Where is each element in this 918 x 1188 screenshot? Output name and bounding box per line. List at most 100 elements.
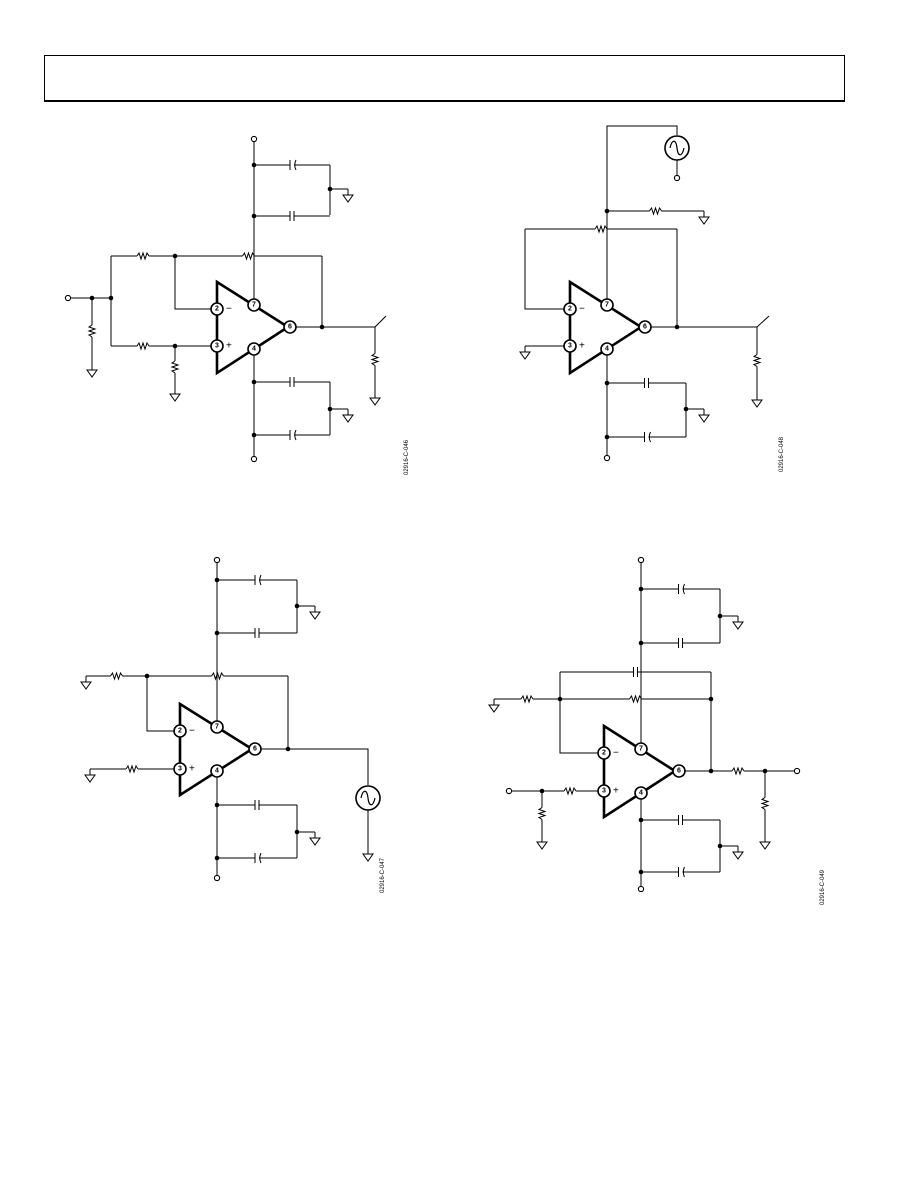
terminal — [213, 874, 221, 882]
terminal — [637, 885, 645, 893]
c1-pin-noninv-label: 3 — [215, 343, 219, 350]
c1-pin-vpos-label: 7 — [252, 302, 256, 309]
junction-dot — [717, 613, 723, 619]
c2-minus-sign: − — [579, 304, 585, 315]
capacitor-plate-curved — [648, 431, 651, 443]
c1-pin-noninv — [210, 339, 224, 353]
junction-dot — [108, 295, 114, 301]
junction-dot — [708, 768, 714, 774]
resistor — [242, 251, 255, 261]
c3-pin-vneg-label: 4 — [215, 768, 219, 775]
resistor — [170, 360, 180, 374]
c1-pin-out — [283, 320, 297, 334]
resistor — [87, 324, 97, 338]
ground-symbol — [488, 704, 500, 713]
terminal — [64, 294, 72, 302]
terminal — [505, 787, 513, 795]
resistor — [136, 341, 150, 351]
c3-pin-inv-label: 2 — [178, 728, 182, 735]
page-header-box — [44, 55, 845, 102]
ground-symbol — [362, 853, 374, 862]
junction-dot — [214, 855, 220, 861]
resistor — [136, 251, 150, 261]
junction-dot — [674, 324, 680, 330]
terminal — [793, 767, 801, 775]
c4-pin-vpos-label: 7 — [639, 746, 643, 753]
c4-pin-inv — [597, 746, 611, 760]
c3-pin-noninv — [173, 762, 187, 776]
resistor — [649, 206, 662, 216]
capacitor-plate-curved — [682, 583, 685, 595]
c2-pin-vpos — [600, 298, 614, 312]
c2-pin-noninv-label: 3 — [568, 343, 572, 350]
c2-pin-out — [638, 320, 652, 334]
ground-symbol — [732, 851, 744, 860]
junction-dot — [557, 696, 563, 702]
c2-pin-out-label: 6 — [643, 324, 647, 331]
resistor — [594, 224, 608, 234]
c2-figure-id: 02916-C-048 — [779, 436, 785, 472]
c4-minus-sign: − — [613, 748, 619, 759]
c1-pin-inv — [210, 302, 224, 316]
terminal — [637, 556, 645, 564]
junction-dot — [251, 213, 257, 219]
junction-dot — [319, 324, 325, 330]
components-layer — [64, 135, 801, 893]
junction-dot — [539, 788, 545, 794]
junction-dot — [604, 434, 610, 440]
circuit-1-opamp: 2 3 7 4 6 − + 02916-C-046 — [210, 279, 410, 475]
sine-wave-icon — [669, 140, 685, 156]
resistor — [370, 353, 380, 366]
c3-pin-inv — [173, 724, 187, 738]
junction-dot — [251, 162, 257, 168]
ground-symbol — [519, 351, 531, 360]
ground-symbol — [84, 774, 96, 783]
junction-dot — [604, 208, 610, 214]
c3-pin-noninv-label: 3 — [178, 766, 182, 773]
c3-pin-out-label: 6 — [253, 746, 257, 753]
c2-plus-sign: + — [579, 341, 585, 352]
junction-dot — [683, 406, 689, 412]
c3-figure-id: 02916-C-047 — [380, 857, 386, 893]
capacitor-plate-curved — [294, 159, 297, 171]
c2-pin-noninv — [563, 339, 577, 353]
sine-wave-icon — [360, 790, 376, 806]
c4-pin-vneg — [634, 786, 648, 800]
c1-pin-inv-label: 2 — [215, 306, 219, 313]
junction-dot — [172, 343, 178, 349]
c3-pin-vpos — [210, 720, 224, 734]
c3-minus-sign: − — [189, 726, 195, 737]
junction-dot — [638, 817, 644, 823]
junction-dot — [638, 869, 644, 875]
ground-symbol — [309, 837, 321, 846]
resistor — [629, 694, 642, 704]
c4-pin-vneg-label: 4 — [639, 790, 643, 797]
c4-plus-sign: + — [613, 786, 619, 797]
ground-symbol — [536, 841, 548, 850]
resistor — [520, 694, 534, 704]
wire — [374, 315, 387, 328]
terminal — [603, 454, 611, 462]
c2-pin-inv-label: 2 — [568, 306, 572, 313]
c1-minus-sign: − — [226, 304, 232, 315]
junction-dot — [214, 630, 220, 636]
c1-plus-sign: + — [226, 341, 232, 352]
resistor — [211, 671, 224, 681]
ground-symbol — [342, 194, 354, 203]
c4-pin-out — [672, 764, 686, 778]
junction-dot — [294, 603, 300, 609]
junction-dot — [638, 640, 644, 646]
junction-dot — [89, 295, 95, 301]
ground-symbol — [759, 841, 771, 850]
junction-dot — [604, 380, 610, 386]
junction-dot — [251, 379, 257, 385]
c4-pin-noninv — [597, 784, 611, 798]
junction-dot — [214, 577, 220, 583]
circuit-4-opamp: 2 3 7 4 6 − + 02916-C-049 — [597, 723, 826, 905]
junction-dot — [144, 673, 150, 679]
c3-pin-out — [248, 742, 262, 756]
c4-pin-noninv-label: 3 — [602, 788, 606, 795]
junction-dot — [285, 746, 291, 752]
resistor — [760, 797, 770, 810]
terminal — [250, 135, 258, 143]
